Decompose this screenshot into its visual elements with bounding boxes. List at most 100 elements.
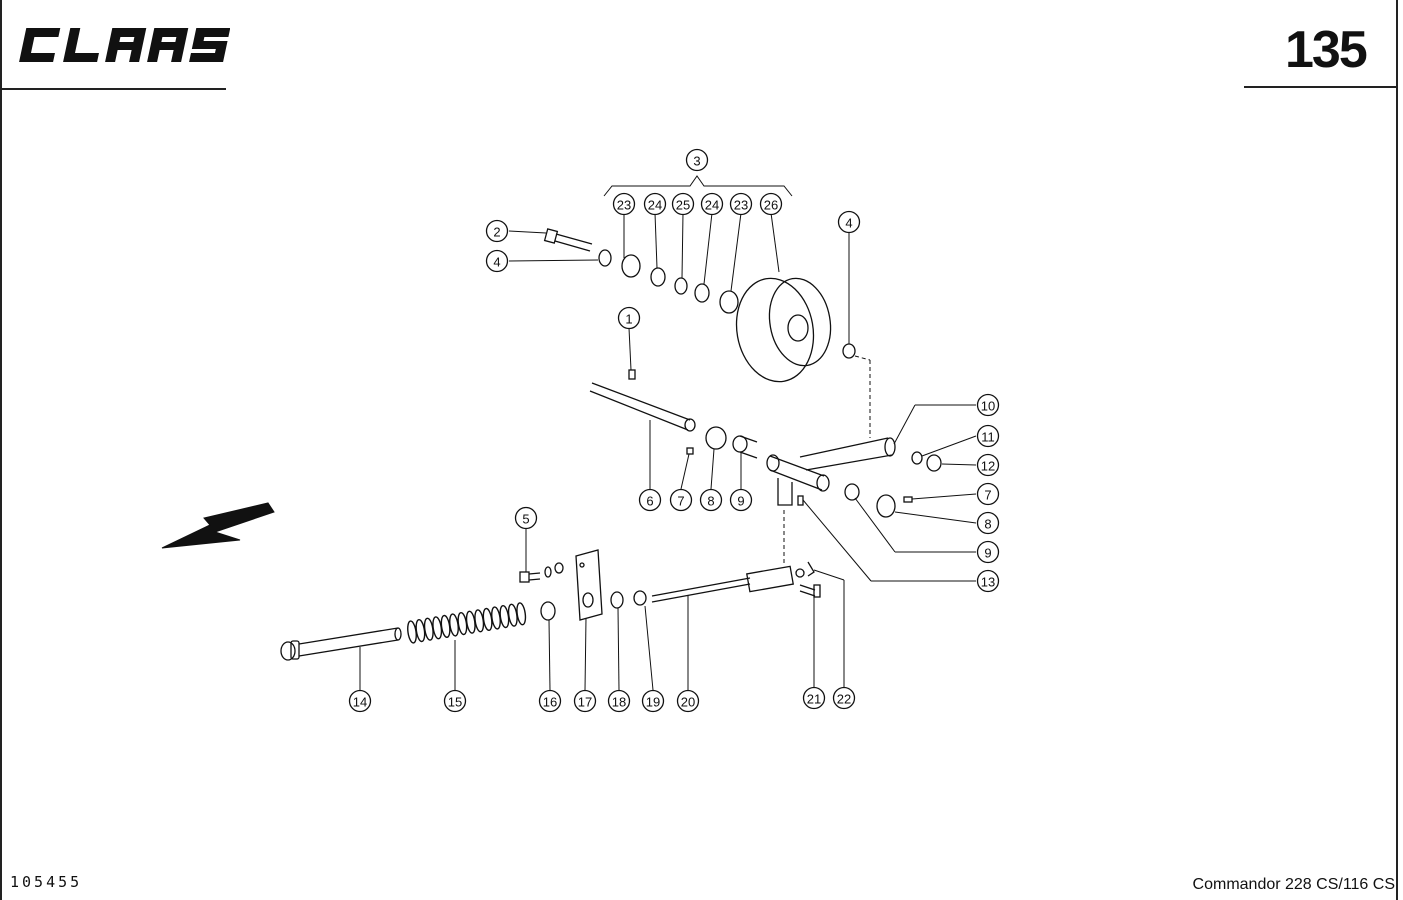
callout-number: 26 xyxy=(764,198,778,213)
callout-number: 19 xyxy=(646,695,660,710)
bolt-part xyxy=(519,571,541,583)
nut-part xyxy=(554,562,564,574)
callout-number: 23 xyxy=(734,198,748,213)
callout-9: 9 xyxy=(976,540,1000,564)
callout-number: 8 xyxy=(707,494,714,509)
callout-number: 5 xyxy=(522,512,529,527)
callout-23: 23 xyxy=(729,192,753,216)
bolt-part xyxy=(543,228,593,252)
callout-number: 7 xyxy=(677,494,684,509)
pin-part xyxy=(628,369,636,380)
spacer-part xyxy=(674,277,688,295)
callout-7: 7 xyxy=(669,488,693,512)
callout-number: 3 xyxy=(693,154,700,169)
callout-12: 12 xyxy=(976,453,1000,477)
callout-number: 12 xyxy=(981,459,995,474)
callout-number: 4 xyxy=(493,255,500,270)
nut-part xyxy=(540,601,556,621)
callout-13: 13 xyxy=(976,569,1000,593)
bushing-part xyxy=(876,494,896,518)
callout-9: 9 xyxy=(729,488,753,512)
model-designation: Commandor 228 CS/116 CS xyxy=(1192,876,1395,893)
callout-25: 25 xyxy=(671,192,695,216)
callout-number: 4 xyxy=(845,216,852,231)
callout-number: 13 xyxy=(981,575,995,590)
washer-part xyxy=(911,451,923,465)
callout-16: 16 xyxy=(538,689,562,713)
callout-24: 24 xyxy=(643,192,667,216)
snap-ring-part xyxy=(650,267,666,287)
leader-lines xyxy=(359,212,977,691)
document-number: 105455 xyxy=(10,873,83,891)
bearing-part xyxy=(621,254,641,278)
callout-8: 8 xyxy=(976,511,1000,535)
cotter-pin-part xyxy=(807,561,815,577)
pin-part xyxy=(686,447,694,455)
spring-part xyxy=(407,602,527,644)
sleeve-part xyxy=(844,483,860,501)
callout-17: 17 xyxy=(573,689,597,713)
callout-6: 6 xyxy=(638,488,662,512)
callout-number: 18 xyxy=(612,695,626,710)
callout-number: 6 xyxy=(646,494,653,509)
claas-logo xyxy=(19,28,230,62)
callout-number: 2 xyxy=(493,225,500,240)
shaft-part xyxy=(280,627,402,661)
callout-15: 15 xyxy=(443,689,467,713)
callout-number: 14 xyxy=(353,695,367,710)
plate-part xyxy=(575,549,603,621)
shaft-part xyxy=(589,382,696,432)
callout-7: 7 xyxy=(976,482,1000,506)
bushing-part xyxy=(705,426,727,450)
header-rule-right xyxy=(1244,86,1398,88)
washer-part xyxy=(842,343,856,359)
frame-right-border xyxy=(1396,0,1398,900)
frame-left-border xyxy=(0,0,2,900)
callout-4: 4 xyxy=(485,249,509,273)
callout-number: 22 xyxy=(837,692,851,707)
nut-part xyxy=(926,454,942,472)
callout-23: 23 xyxy=(612,192,636,216)
callout-number: 25 xyxy=(676,198,690,213)
bolt-part xyxy=(799,584,821,598)
callout-4: 4 xyxy=(837,210,861,234)
direction-arrow-icon xyxy=(161,502,275,549)
washer-part xyxy=(544,566,552,578)
threaded-rod-part xyxy=(651,565,805,603)
callout-10: 10 xyxy=(976,393,1000,417)
washer-part xyxy=(610,591,624,609)
callout-24: 24 xyxy=(700,192,724,216)
callout-22: 22 xyxy=(832,686,856,710)
callout-5: 5 xyxy=(514,506,538,530)
sleeve-part xyxy=(732,435,758,459)
pin-part xyxy=(797,495,804,506)
callout-19: 19 xyxy=(641,689,665,713)
callout-number: 21 xyxy=(807,692,821,707)
callout-3: 3 xyxy=(685,148,709,172)
callout-number: 23 xyxy=(617,198,631,213)
pin-part xyxy=(903,496,913,503)
page-number: 135 xyxy=(1285,21,1368,79)
callout-number: 8 xyxy=(984,517,991,532)
callout-2: 2 xyxy=(485,219,509,243)
group-bracket xyxy=(603,175,793,197)
washer-part xyxy=(598,249,612,267)
snap-ring-part xyxy=(694,283,710,303)
callout-number: 10 xyxy=(981,399,995,414)
callout-21: 21 xyxy=(802,686,826,710)
callout-number: 15 xyxy=(448,695,462,710)
callout-26: 26 xyxy=(759,192,783,216)
callout-number: 9 xyxy=(984,546,991,561)
callout-11: 11 xyxy=(976,424,1000,448)
callout-number: 16 xyxy=(543,695,557,710)
callout-number: 11 xyxy=(981,430,995,445)
callout-18: 18 xyxy=(607,689,631,713)
callout-8: 8 xyxy=(699,488,723,512)
bearing-part xyxy=(719,290,739,314)
callout-number: 20 xyxy=(681,695,695,710)
callout-number: 1 xyxy=(625,312,632,327)
callout-number: 9 xyxy=(737,494,744,509)
callout-number: 7 xyxy=(984,488,991,503)
